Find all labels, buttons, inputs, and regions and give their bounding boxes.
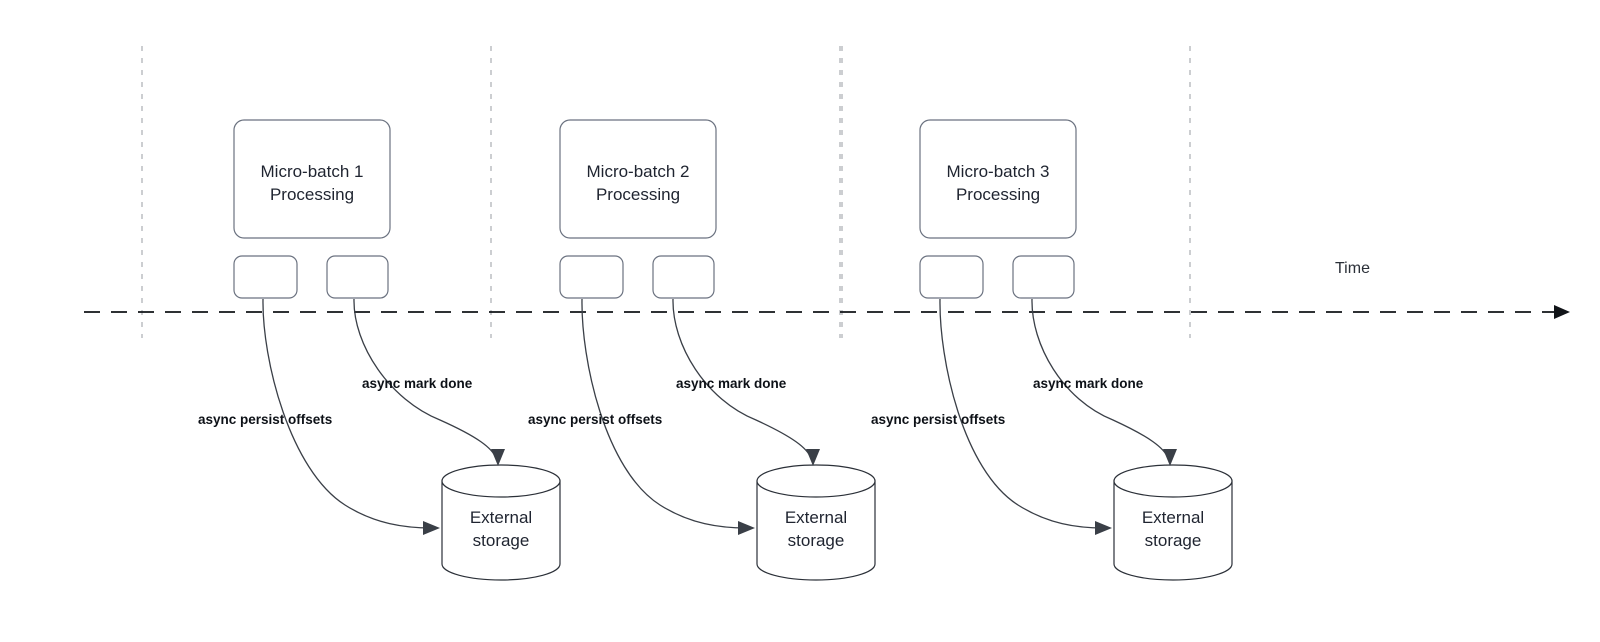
timeline-arrowhead xyxy=(1554,305,1570,319)
external-storage-cylinder-body[interactable] xyxy=(756,480,876,581)
flow-edge-label-1: async persist offsets xyxy=(198,412,332,427)
external-storage-label-line2: storage xyxy=(788,531,845,550)
flow-edge-label-2: async mark done xyxy=(362,376,473,391)
micro-batch-process-label-line1: Micro-batch 3 xyxy=(947,162,1050,181)
external-storage-cylinder-body[interactable] xyxy=(441,480,561,581)
flow-edge-label-1: async persist offsets xyxy=(871,412,1005,427)
micro-batch-process-box[interactable] xyxy=(233,119,391,239)
flow-arrowhead-1 xyxy=(738,521,755,535)
external-storage-cylinder-top xyxy=(1113,464,1233,498)
flow-arrowhead-2 xyxy=(1163,449,1177,466)
external-storage-cylinder-top xyxy=(441,464,561,498)
external-storage-label-line2: storage xyxy=(473,531,530,550)
time-axis-label: Time xyxy=(1335,260,1370,277)
micro-batch-process-label-line1: Micro-batch 1 xyxy=(261,162,364,181)
flow-edge-label-2: async mark done xyxy=(676,376,787,391)
flow-edge-1 xyxy=(581,298,748,529)
persist-offsets-task-box[interactable] xyxy=(559,255,624,299)
micro-batch-process-label-line2: Processing xyxy=(956,185,1040,204)
flow-edge-label-1: async persist offsets xyxy=(528,412,662,427)
external-storage-cylinder-body[interactable] xyxy=(1113,480,1233,581)
flow-edge-2 xyxy=(1031,298,1169,459)
external-storage-label-line1: External xyxy=(470,508,532,527)
mark-done-task-box[interactable] xyxy=(326,255,389,299)
flow-edge-2 xyxy=(672,298,812,459)
micro-batch-process-box[interactable] xyxy=(919,119,1077,239)
external-storage-label-line1: External xyxy=(785,508,847,527)
micro-batch-process-label-line1: Micro-batch 2 xyxy=(587,162,690,181)
mark-done-task-box[interactable] xyxy=(1012,255,1075,299)
flow-arrowhead-2 xyxy=(806,449,820,466)
mark-done-task-box[interactable] xyxy=(652,255,715,299)
flow-arrowhead-2 xyxy=(491,449,505,466)
flow-arrowhead-1 xyxy=(1095,521,1112,535)
persist-offsets-task-box[interactable] xyxy=(919,255,984,299)
external-storage-cylinder-top xyxy=(756,464,876,498)
persist-offsets-task-box[interactable] xyxy=(233,255,298,299)
flow-arrowhead-1 xyxy=(423,521,440,535)
external-storage-label-line1: External xyxy=(1142,508,1204,527)
flow-edge-1 xyxy=(939,298,1105,529)
external-storage-label-line2: storage xyxy=(1145,531,1202,550)
flow-edge-2 xyxy=(353,298,497,459)
micro-batch-process-box[interactable] xyxy=(559,119,717,239)
flow-edge-label-2: async mark done xyxy=(1033,376,1144,391)
micro-batch-process-label-line2: Processing xyxy=(596,185,680,204)
flow-edge-1 xyxy=(262,298,433,529)
micro-batch-process-label-line2: Processing xyxy=(270,185,354,204)
